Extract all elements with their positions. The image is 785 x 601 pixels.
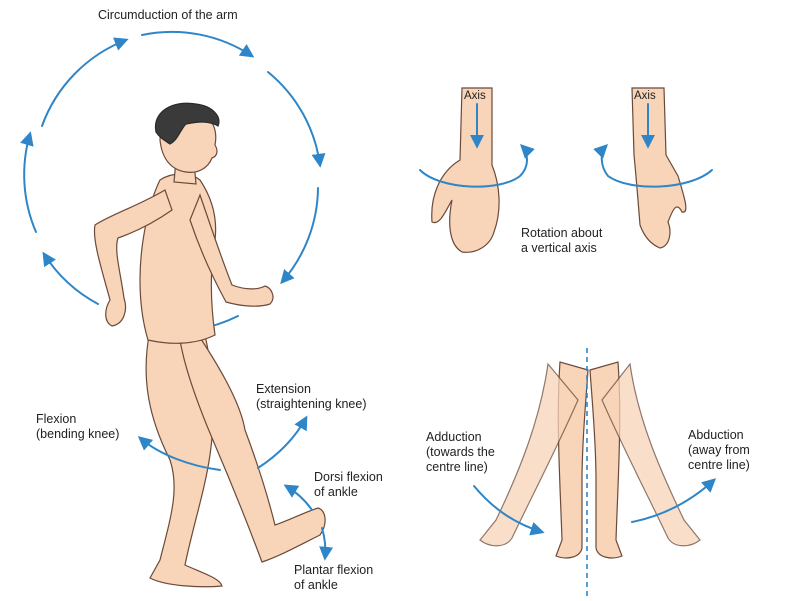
adduction-abduction-arrows xyxy=(473,478,717,536)
plantar-flexion-arrow xyxy=(319,527,334,561)
label-axis-right: Axis xyxy=(634,90,656,102)
hair xyxy=(154,102,220,145)
circ-arrow-3 xyxy=(267,71,326,168)
rotation-arrows xyxy=(419,103,713,188)
adduction-arrow xyxy=(473,485,545,536)
label-circumduction: Circumduction of the arm xyxy=(98,8,238,22)
label-plantar-flexion: Plantar flexion of ankle xyxy=(294,563,374,592)
leg-arrows xyxy=(137,415,334,561)
circ-arrow-4 xyxy=(280,187,319,285)
rotation-ellipse-left xyxy=(419,144,535,188)
label-axis-left: Axis xyxy=(464,90,486,102)
front-arm xyxy=(189,193,274,307)
label-rotation: Rotation about a vertical axis xyxy=(521,226,603,255)
label-flexion: Flexion (bending knee) xyxy=(36,412,120,441)
back-arm xyxy=(93,189,173,327)
hand-right xyxy=(631,87,687,249)
abduction-arrow xyxy=(631,478,717,523)
label-adduction: Adduction (towards the centre line) xyxy=(426,430,495,474)
label-extension: Extension (straightening knee) xyxy=(256,382,367,411)
circ-arrow-6 xyxy=(42,251,99,305)
rotation-ellipse-right xyxy=(593,144,713,188)
dorsi-flexion-arrow xyxy=(283,484,313,511)
leg-abducted-left xyxy=(479,362,579,547)
label-dorsi-flexion: Dorsi flexion of ankle xyxy=(314,470,383,499)
legs-front-view xyxy=(479,361,701,559)
circ-arrow-1 xyxy=(41,37,129,127)
walking-figure xyxy=(93,102,326,588)
circ-arrow-2 xyxy=(141,30,255,58)
hand-left xyxy=(431,87,500,253)
extension-arrow xyxy=(257,415,308,469)
label-abduction: Abduction (away from centre line) xyxy=(688,428,750,472)
front-leg xyxy=(179,329,326,563)
circ-arrow-7 xyxy=(20,131,37,233)
leg-abducted-right xyxy=(601,362,701,547)
flexion-arrow xyxy=(137,436,221,471)
